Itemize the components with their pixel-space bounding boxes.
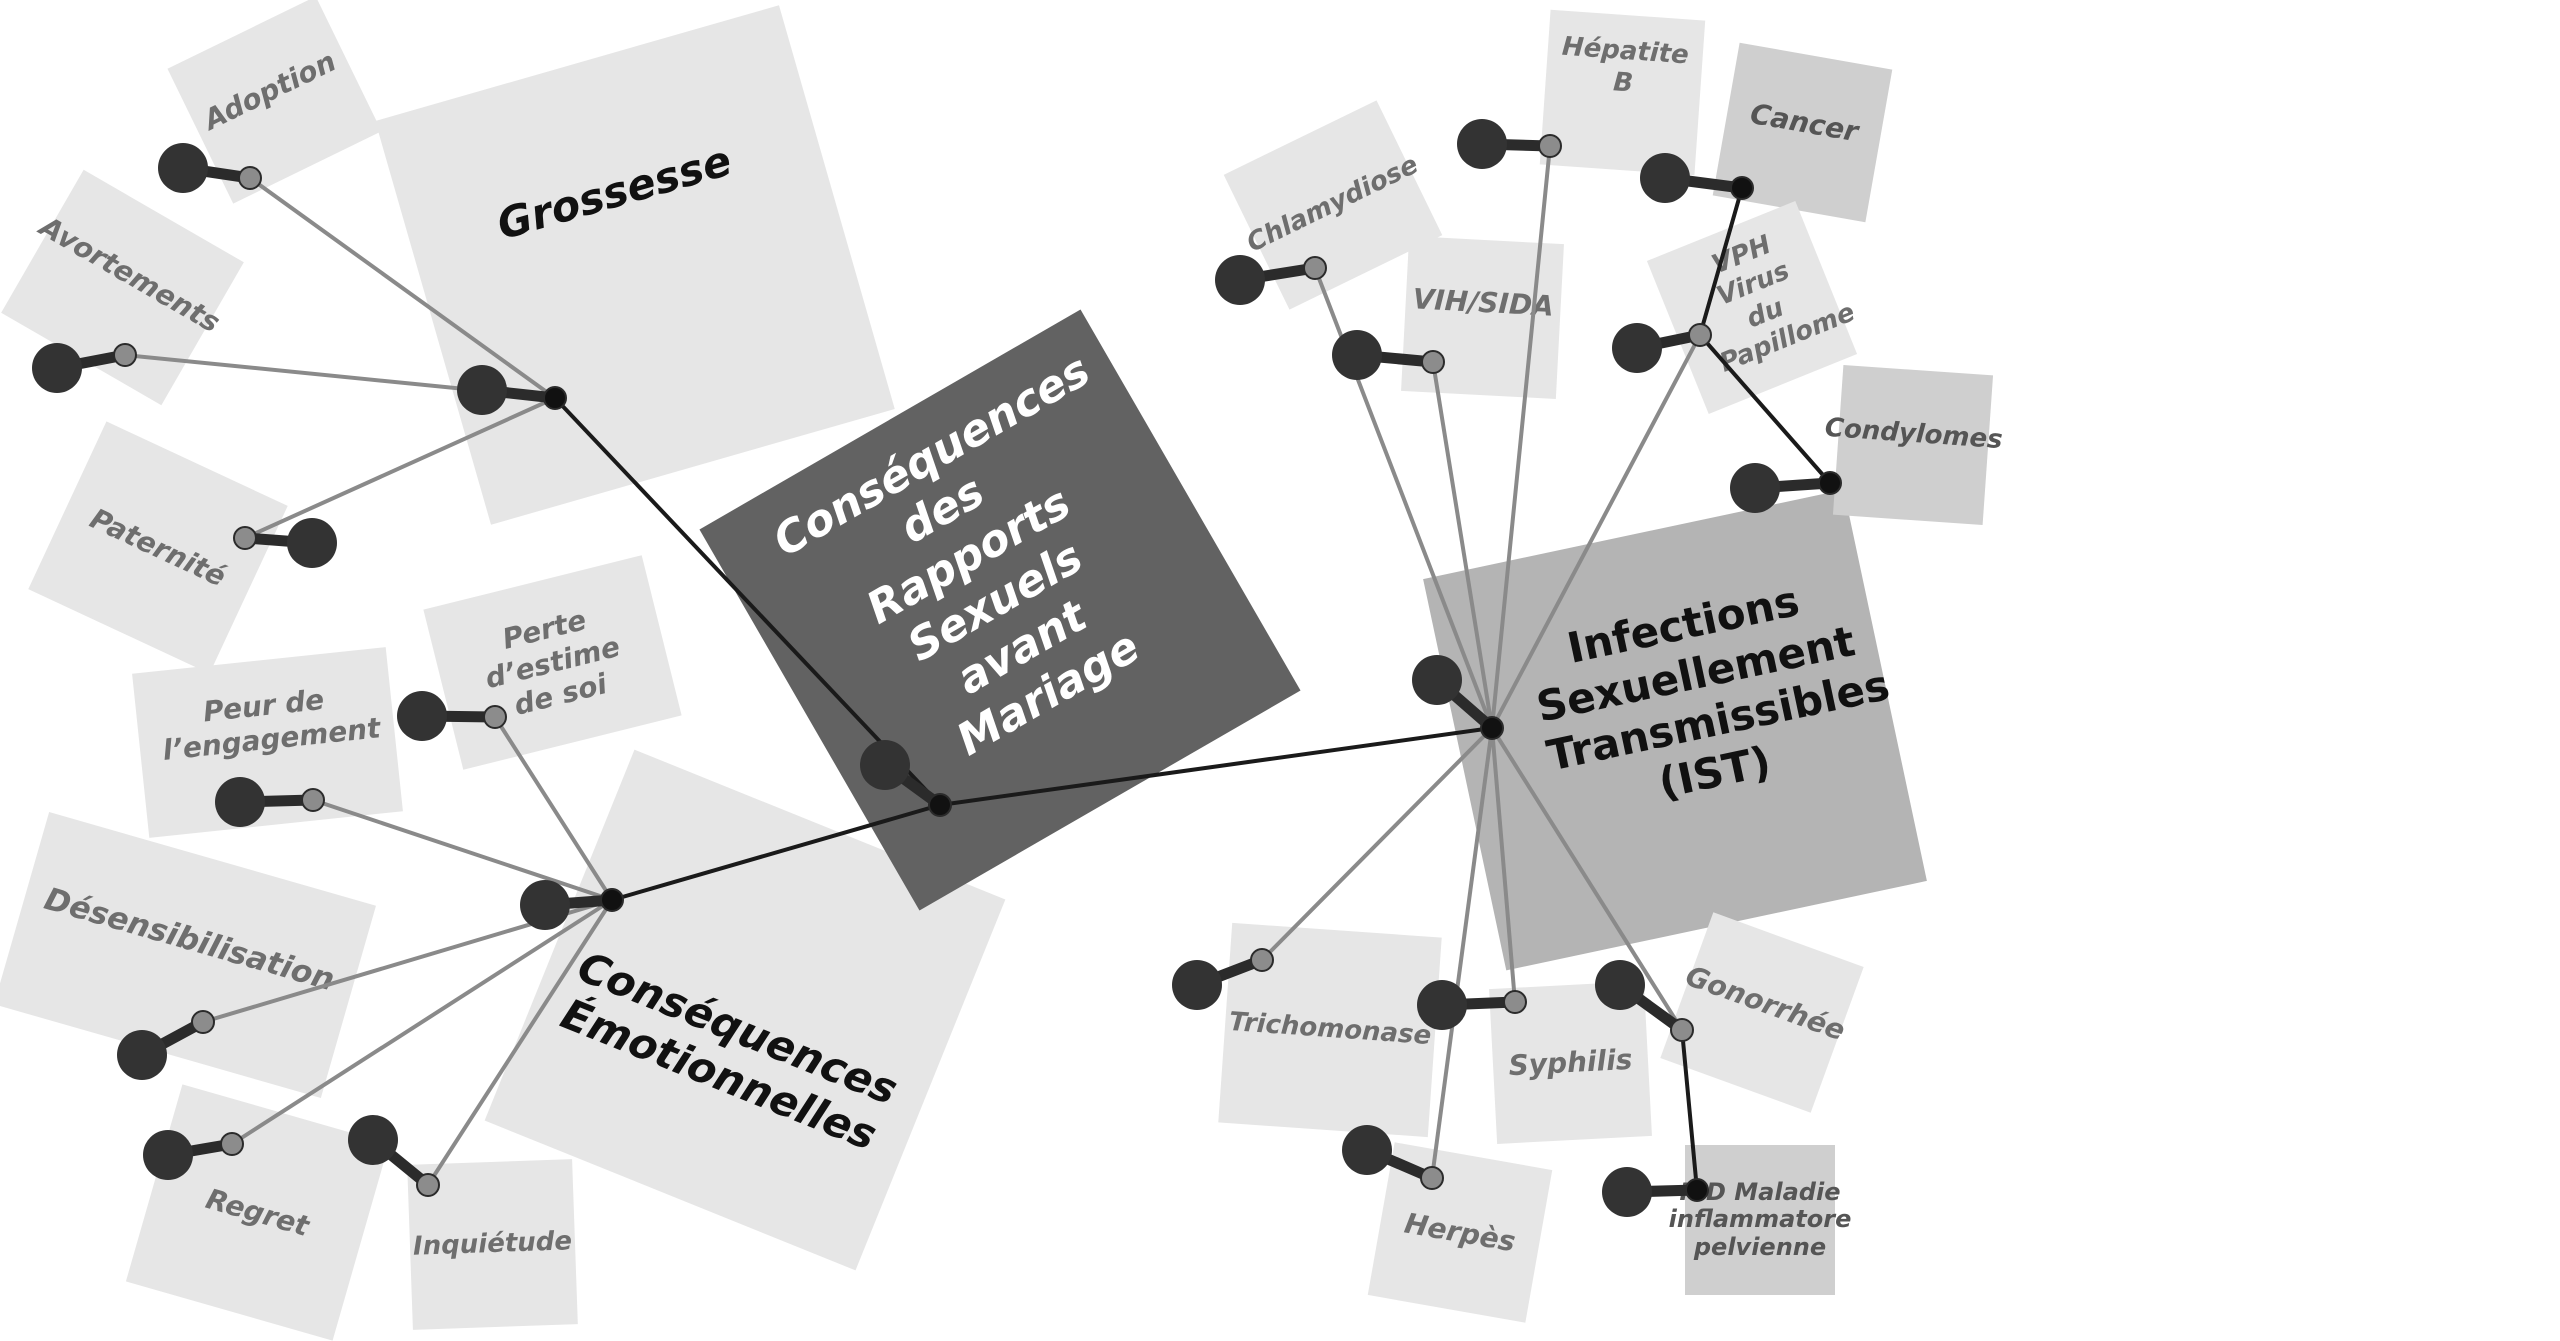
pin-icon [457,365,567,415]
pin-icon [32,343,137,393]
pin-icon [1172,948,1274,1010]
link-vph-cancer [1698,187,1744,336]
link-gono-pid [1680,1029,1699,1191]
pin-icon [397,691,507,741]
pin-icon [1612,323,1712,373]
pin-icon [1215,255,1327,305]
pin-icon [143,1130,244,1180]
pin-icon [1342,1125,1444,1190]
note-pid: PID Maladie inflammatore pelvienne [1669,1145,1851,1295]
pin-icon [1595,960,1694,1042]
link-center-ist [939,726,1493,807]
pin-icon [1457,119,1562,169]
link-center-grossesse [553,396,942,807]
link-vph-condylomes [1698,333,1832,485]
note-pid-label: PID Maladie inflammatore pelvienne [1668,1177,1852,1261]
pin-icon [215,777,325,827]
pin-icon [860,740,952,817]
pin-icon [1730,463,1842,513]
pin-icon [1412,655,1504,740]
link-center-emotion [611,803,941,902]
pin-icon [1602,1167,1709,1217]
pin-icon [233,518,337,568]
pin-icon [117,1010,215,1080]
pin-icon [348,1115,440,1197]
pin-icon [1640,153,1754,203]
pin-icon [158,143,262,193]
pin-icon [1332,330,1445,380]
pin-icon [520,880,624,930]
pin-icon [1417,980,1527,1030]
